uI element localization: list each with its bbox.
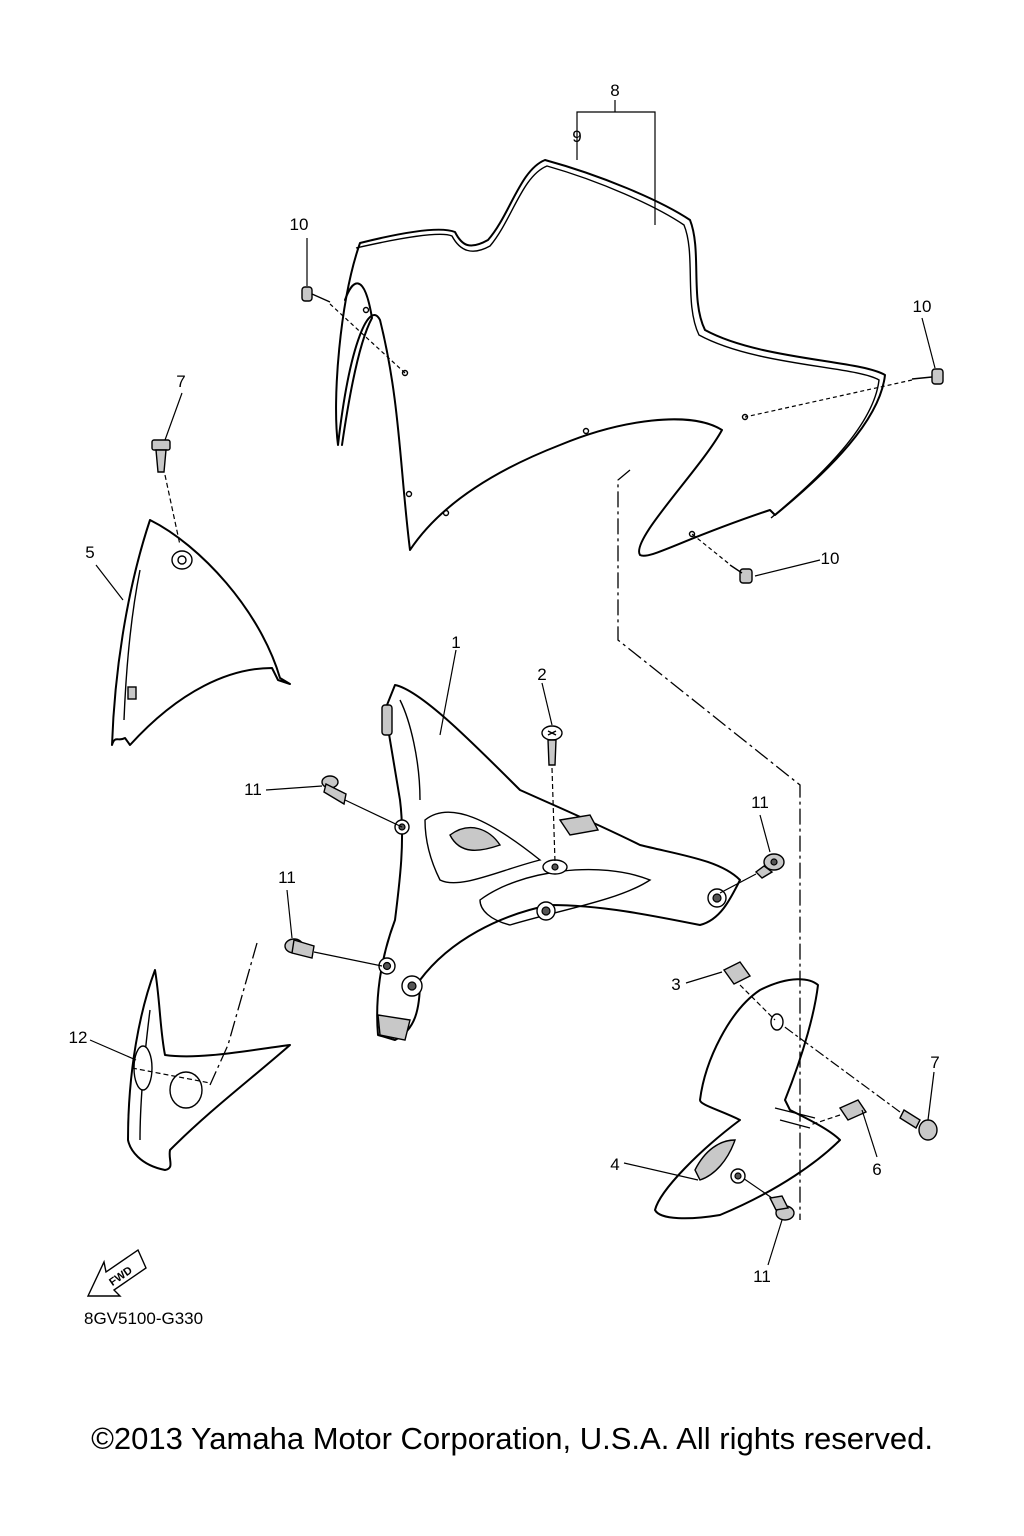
callout-10: 10 xyxy=(913,297,932,316)
front-cowl-1 xyxy=(376,684,741,1041)
callout-7: 7 xyxy=(176,372,185,391)
clip-screw-icon xyxy=(151,439,181,546)
windshield-part xyxy=(335,159,886,557)
callout-10: 10 xyxy=(290,215,309,234)
callout-11: 11 xyxy=(751,793,769,812)
copyright-notice: ©2013 Yamaha Motor Corporation, U.S.A. A… xyxy=(91,1421,933,1456)
callout-10: 10 xyxy=(821,549,840,568)
reference-code: 8GV5100-G330 xyxy=(84,1309,203,1328)
side-panel-4 xyxy=(654,978,841,1220)
grommet-icon xyxy=(719,853,785,894)
grommet-icon xyxy=(284,938,383,967)
callout-9: 9 xyxy=(572,127,581,146)
callout-5: 5 xyxy=(85,543,94,562)
screw-icon xyxy=(301,286,406,374)
screw-icon xyxy=(691,533,753,584)
callout-1: 1 xyxy=(451,633,460,652)
nut-clip-icon xyxy=(809,1099,868,1126)
callout-labels: 8 9 10 10 10 7 5 1 2 11 11 11 3 12 7 6 4… xyxy=(69,81,940,1286)
callout-11: 11 xyxy=(244,780,262,799)
alignment-line xyxy=(209,942,258,1086)
grommet-icon xyxy=(321,775,403,828)
callout-12: 12 xyxy=(69,1028,88,1047)
callout-2: 2 xyxy=(537,665,546,684)
forward-arrow-icon: FWD xyxy=(86,1248,147,1297)
nut-clip-icon xyxy=(722,961,776,1021)
side-cover-5 xyxy=(111,519,291,746)
screw-icon xyxy=(781,1024,938,1141)
grommet-icon xyxy=(739,1175,795,1221)
callout-7: 7 xyxy=(930,1053,939,1072)
screw-icon xyxy=(541,725,563,863)
callout-11: 11 xyxy=(753,1267,771,1286)
callout-11: 11 xyxy=(278,868,296,887)
alignment-line xyxy=(617,469,801,1220)
inner-panel-12 xyxy=(127,969,291,1171)
callout-4: 4 xyxy=(610,1155,619,1174)
callout-leaders xyxy=(89,100,936,1266)
callout-6: 6 xyxy=(872,1160,881,1179)
callout-8: 8 xyxy=(610,81,619,100)
screw-icon xyxy=(744,368,944,418)
callout-3: 3 xyxy=(671,975,680,994)
